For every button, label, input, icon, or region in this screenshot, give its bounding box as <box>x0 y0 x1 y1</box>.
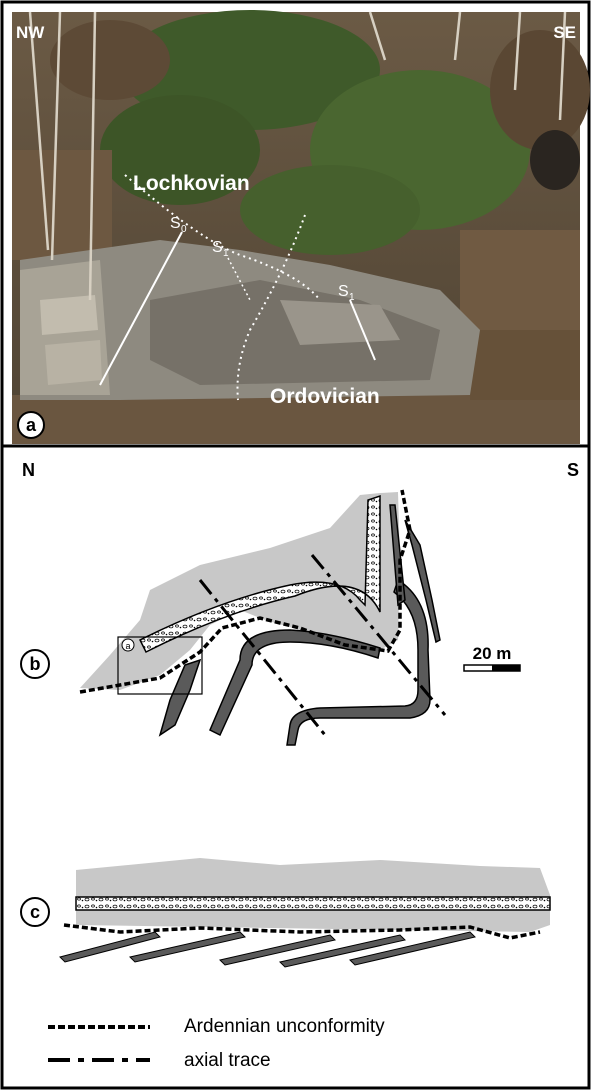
orientation-s-label: S <box>567 460 579 480</box>
inset-letter: a <box>125 641 130 651</box>
panel-a-photo: NW SE Lochkovian Ordovician S 0 S 1 S 1 … <box>12 10 590 444</box>
restored-lochkovian <box>76 858 550 932</box>
panel-c-letter: c <box>30 902 40 922</box>
orientation-n-label: N <box>22 460 35 480</box>
panel-a-letter: a <box>26 415 37 435</box>
s1b-label: S <box>338 283 349 300</box>
legend-axial-label: axial trace <box>184 1050 271 1071</box>
s1b-subscript: 1 <box>349 292 355 303</box>
panel-b-letter: b <box>30 654 41 674</box>
s1a-subscript: 1 <box>223 248 229 259</box>
s1a-label: S <box>212 239 223 256</box>
orientation-nw-label: NW <box>16 23 45 42</box>
lochkovian-label: Lochkovian <box>133 172 250 195</box>
s0-subscript: 0 <box>181 224 187 235</box>
scale-bar <box>464 665 520 671</box>
ordovician-label: Ordovician <box>270 385 380 408</box>
scale-label: 20 m <box>473 644 512 663</box>
restored-conglomerate <box>76 897 550 910</box>
orientation-se-label: SE <box>553 23 576 42</box>
legend-unconformity-label: Ardennian unconformity <box>184 1016 385 1037</box>
s0-label: S <box>170 215 181 232</box>
